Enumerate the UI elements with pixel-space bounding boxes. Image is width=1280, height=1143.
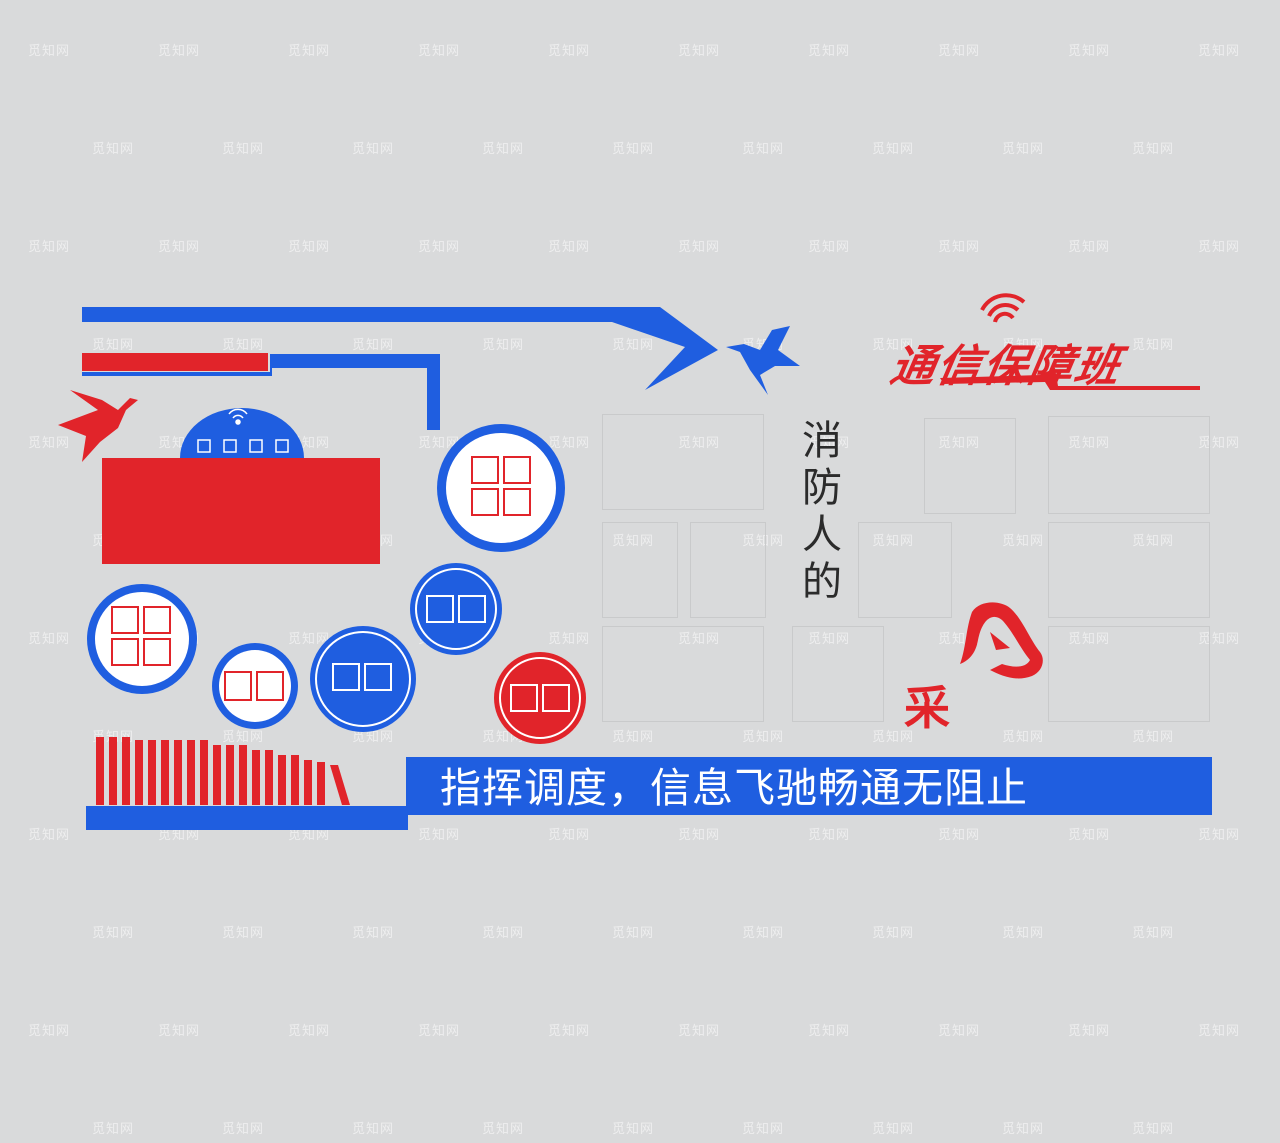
photo-circle-3 [212,643,298,729]
blue-dome [180,408,304,458]
photo-circle-6 [494,652,586,744]
feng-brush-mark [960,602,1043,679]
vertical-title-char: 防 [802,465,842,511]
photo-frame [690,522,766,618]
photo-frame [858,522,952,618]
team-title: 通信保障班 [886,341,1126,392]
photo-circle-1 [437,424,565,552]
photo-frame [602,626,764,722]
vertical-title-char: 的 [802,559,842,605]
photo-circle-2 [87,584,197,694]
photo-frame [602,414,764,510]
red-panel [102,458,380,564]
photo-frame [1048,522,1210,618]
top-arrow-bar [82,307,718,390]
vertical-title: 消 防 人 的 [796,418,848,606]
photo-frame [602,522,678,618]
cai-character: 采 [904,681,950,735]
photo-circle-5 [410,563,502,655]
vertical-title-char: 人 [802,512,842,558]
photo-circle-4 [310,626,416,732]
blue-bird-icon [726,326,800,395]
photo-frame [924,418,1016,514]
wifi-icon [228,408,248,425]
slogan-bar [406,757,1212,815]
photo-frame [1048,416,1210,514]
red-stripes [96,737,350,805]
slogan-text: 指挥调度，信息飞驰畅通无阻止 [440,764,1028,812]
photo-frame [792,626,884,722]
red-bird-icon [58,390,138,462]
vertical-title-char: 消 [802,418,842,464]
signal-icon [980,293,1026,323]
photo-frame [1048,626,1210,722]
